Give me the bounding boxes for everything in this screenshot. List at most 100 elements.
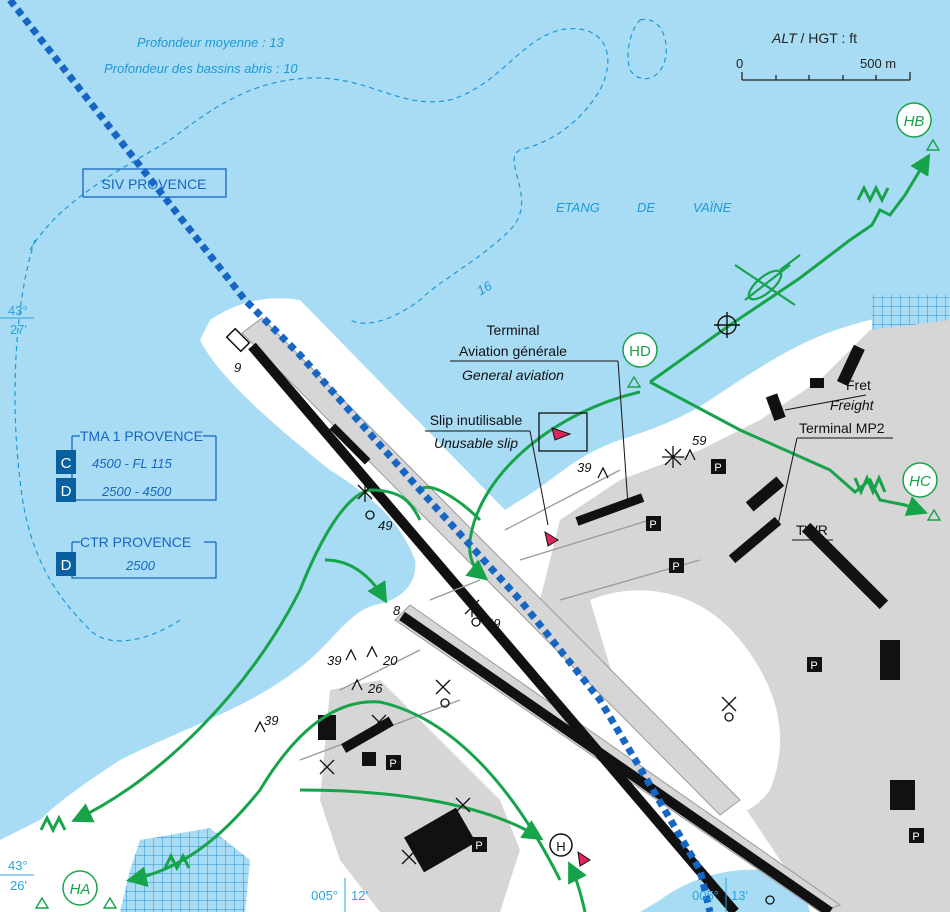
helicopter-icon: [734, 254, 801, 306]
svg-text:13': 13': [731, 888, 748, 903]
svg-text:HC: HC: [909, 473, 931, 490]
tma-class-d-box: [56, 478, 76, 502]
obstacle-height: 39: [327, 653, 341, 668]
obstacle-height: 39: [577, 460, 591, 475]
runway-main: [248, 342, 739, 912]
latitude-label: 43° 27': [0, 303, 34, 337]
obstacle-height: 59: [692, 433, 706, 448]
obstacle-height: 49: [378, 518, 392, 533]
slip-leader: [529, 430, 549, 526]
flag-icon: [551, 427, 572, 441]
svg-text:005°: 005°: [311, 888, 338, 903]
apron: [590, 590, 780, 816]
siv-label: SIV PROVENCE: [101, 176, 206, 192]
terminal-ga-label-en: General aviation: [462, 367, 564, 383]
obstacle-height: 39: [264, 713, 278, 728]
obstacle-height: 26: [367, 681, 383, 696]
svg-text:12': 12': [351, 888, 368, 903]
runway-secondary: [399, 611, 833, 912]
latitude-label: 43° 26': [0, 858, 34, 893]
lake-name-2: DE: [637, 200, 655, 215]
svg-text:43°: 43°: [8, 858, 28, 873]
terminal-mp2-label: Terminal MP2: [799, 420, 885, 436]
flag-icon: [544, 530, 559, 547]
scale-bar: [741, 72, 911, 81]
freight-label: Freight: [830, 397, 875, 413]
helipad-h: H: [549, 833, 573, 857]
helipoint-hc: HC: [902, 462, 942, 521]
obstacle-icons: [254, 446, 775, 905]
tma-title: TMA 1 PROVENCE: [80, 428, 203, 444]
scale-max: 500 m: [860, 56, 896, 71]
slip-label-fr: Slip inutilisable: [430, 412, 523, 428]
parking-badges: P P P P P P P: [386, 459, 924, 852]
depth-contour: [14, 239, 181, 642]
longitude-label: 005° 12': [311, 878, 368, 912]
ctr-class-box: [56, 552, 76, 576]
helipoint-ha: HA: [34, 870, 118, 909]
crosshair-icon: [714, 312, 740, 338]
water-body: [0, 0, 950, 840]
depth-contour: [627, 18, 667, 80]
helipoint-hb: HB: [896, 102, 941, 151]
terminal-ga-leader: [617, 360, 629, 506]
siv-boundary: [7, 0, 714, 912]
depth-basins-label: Profondeur des bassins abris : 10: [104, 61, 298, 76]
svg-text:P: P: [475, 840, 482, 852]
runway-threshold: [225, 327, 251, 353]
depth-average-label: Profondeur moyenne : 13: [137, 35, 284, 50]
tma-limits-c: 4500 - FL 115: [92, 456, 173, 471]
obstacle-height: 49: [486, 616, 500, 631]
svg-text:HB: HB: [904, 113, 925, 130]
svg-text:43°: 43°: [8, 303, 28, 318]
tma-class-c: C: [61, 455, 72, 472]
runway-end-9: 9: [234, 360, 241, 375]
svg-text:P: P: [389, 758, 396, 770]
fret-leader: [784, 394, 867, 411]
terminal-ga-label-2: Aviation générale: [459, 343, 567, 359]
hatched-zone: [120, 828, 250, 912]
svg-text:H: H: [556, 839, 565, 854]
flag-icon: [577, 850, 591, 867]
taxiways: [299, 469, 701, 761]
scale-title: ALT / HGT : ft: [771, 30, 857, 46]
water-patch: [640, 869, 810, 912]
vfr-routes: [71, 153, 931, 912]
buildings: [318, 344, 915, 873]
longitude-label: 005° 13': [692, 878, 748, 912]
runway-shoulder: [241, 317, 741, 816]
tma-limits-d: 2500 - 4500: [101, 484, 172, 499]
ctr-title: CTR PROVENCE: [80, 534, 191, 550]
twr-label: TWR: [796, 522, 828, 538]
lake-name-3: VAÏNE: [693, 200, 732, 215]
fret-label: Fret: [846, 377, 871, 393]
slip-label-en: Unusable slip: [434, 435, 518, 451]
ctr-limits: 2500: [125, 558, 156, 573]
svg-text:HA: HA: [70, 881, 91, 898]
helipoint-hd: HD: [622, 332, 658, 388]
runway-shoulder: [394, 604, 842, 912]
svg-text:HD: HD: [629, 343, 651, 360]
terminal-mp2-leader: [777, 437, 798, 526]
svg-text:P: P: [714, 462, 721, 474]
scale-zero: 0: [736, 56, 743, 71]
svg-text:P: P: [672, 561, 679, 573]
svg-text:26': 26': [10, 878, 27, 893]
terminal-ga-label-1: Terminal: [487, 322, 540, 338]
tma-class-d: D: [61, 483, 72, 500]
siv-label-box: [82, 168, 227, 198]
svg-text:P: P: [810, 660, 817, 672]
svg-text:27': 27': [10, 322, 27, 337]
svg-text:P: P: [649, 519, 656, 531]
slip-marker-box: [538, 412, 588, 452]
svg-text:005°: 005°: [692, 888, 719, 903]
lake-name-1: ETANG: [556, 200, 600, 215]
route-zigzag: [39, 184, 890, 872]
runway-end-8: 8: [393, 603, 401, 618]
obstacle-height: 20: [382, 653, 398, 668]
tma-class-c-box: [56, 450, 76, 474]
apron: [540, 320, 950, 912]
ctr-class: D: [61, 557, 72, 574]
svg-text:P: P: [912, 831, 919, 843]
